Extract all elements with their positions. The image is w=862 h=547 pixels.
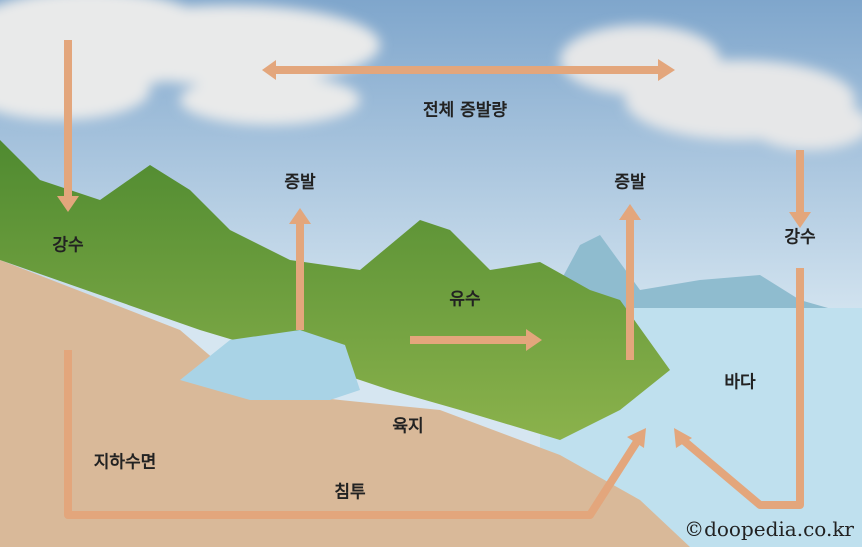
- label-precipitation-land: 강수: [52, 235, 84, 256]
- label-land: 육지: [392, 416, 424, 437]
- distant-mountains: [545, 235, 835, 310]
- cloud-left: [0, 0, 380, 125]
- label-sea: 바다: [724, 372, 756, 393]
- label-water-table: 지하수면: [93, 452, 157, 473]
- cloud-right: [560, 25, 862, 150]
- arrows: [64, 40, 804, 519]
- green-mountains: [0, 140, 670, 440]
- lake: [180, 330, 360, 400]
- arrowheads: [57, 59, 811, 448]
- label-evaporation-land: 증발: [284, 172, 316, 193]
- label-total-evaporation: 전체 증발량: [422, 100, 508, 121]
- copyright-text: ©doopedia.co.kr: [684, 517, 854, 541]
- infiltration-arrow: [64, 350, 642, 519]
- label-infiltration: 침투: [334, 482, 366, 503]
- label-precipitation-sea: 강수: [784, 227, 816, 248]
- label-runoff: 유수: [449, 289, 481, 310]
- sea-return-arrow: [680, 268, 804, 509]
- label-evaporation-sea: 증발: [614, 172, 646, 193]
- land: [0, 260, 690, 547]
